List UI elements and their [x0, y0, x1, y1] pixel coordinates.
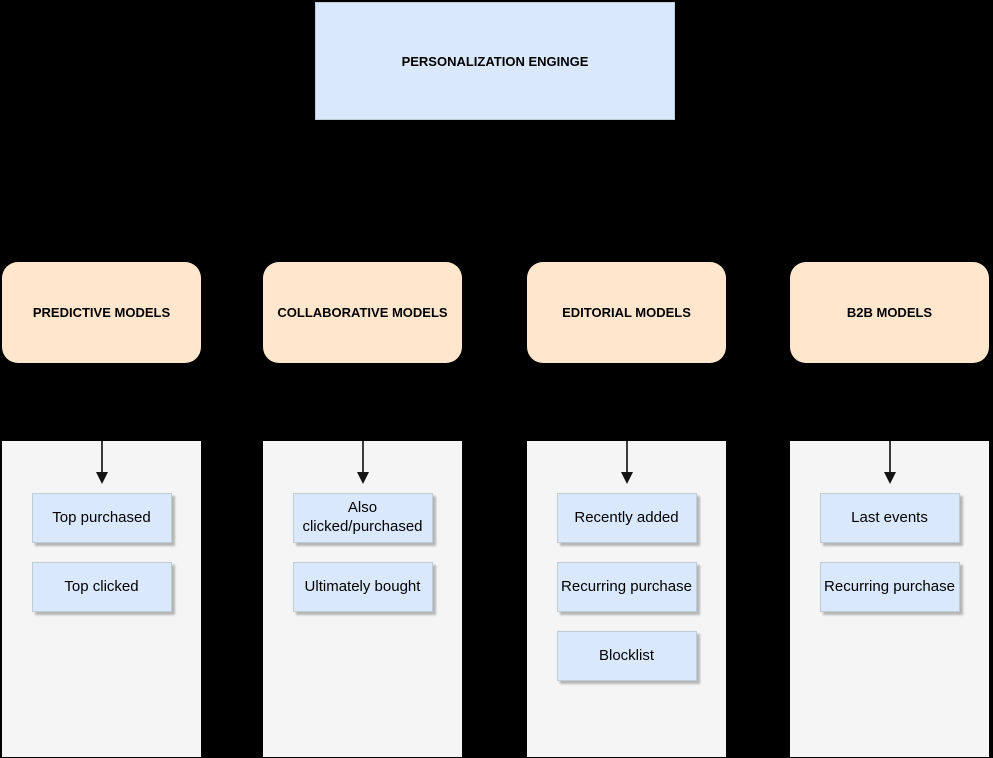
model-item: Recurring purchase: [556, 562, 697, 612]
model-item-label: Ultimately bought: [304, 577, 421, 595]
arrow-head-icon: [883, 472, 896, 484]
header-predictive-models: PREDICTIVE MODELS: [2, 262, 201, 363]
down-arrow: [356, 441, 370, 485]
header-label: PREDICTIVE MODELS: [32, 305, 171, 320]
panel-collaborative-models: Also clicked/purchased Ultimately bought: [263, 441, 462, 757]
down-arrow: [95, 441, 109, 485]
arrow-head-icon: [620, 472, 633, 484]
item-list: Last events Recurring purchase: [790, 493, 989, 612]
model-item-label: Recurring purchase: [824, 577, 955, 595]
down-arrow: [620, 441, 634, 485]
arrow-head-icon: [95, 472, 108, 484]
model-item: Also clicked/purchased: [292, 493, 433, 543]
model-item-label: Top purchased: [52, 508, 151, 526]
header-b2b-models: B2B MODELS: [790, 262, 989, 363]
model-item: Top clicked: [31, 562, 172, 612]
arrow-line: [361, 441, 364, 473]
model-item-label: Also clicked/purchased: [302, 499, 423, 535]
model-item: Last events: [819, 493, 960, 543]
model-item-label: Last events: [851, 508, 928, 526]
model-item-label: Recurring purchase: [561, 577, 692, 595]
header-editorial-models: EDITORIAL MODELS: [527, 262, 726, 363]
header-label: EDITORIAL MODELS: [562, 305, 691, 320]
model-item: Recently added: [556, 493, 697, 543]
item-list: Top purchased Top clicked: [2, 493, 201, 612]
panel-editorial-models: Recently added Recurring purchase Blockl…: [527, 441, 726, 757]
personalization-engine-label: PERSONALIZATION ENGINGE: [401, 53, 589, 69]
header-label: COLLABORATIVE MODELS: [277, 305, 448, 320]
model-item: Recurring purchase: [819, 562, 960, 612]
model-item: Top purchased: [31, 493, 172, 543]
item-list: Also clicked/purchased Ultimately bought: [263, 493, 462, 612]
arrow-line: [100, 441, 103, 473]
header-label: B2B MODELS: [846, 305, 933, 320]
model-item-label: Recently added: [574, 508, 679, 526]
panel-predictive-models: Top purchased Top clicked: [2, 441, 201, 757]
arrow-head-icon: [356, 472, 369, 484]
panel-b2b-models: Last events Recurring purchase: [790, 441, 989, 757]
arrow-line: [625, 441, 628, 473]
arrow-line: [888, 441, 891, 473]
model-item: Blocklist: [556, 631, 697, 681]
item-list: Recently added Recurring purchase Blockl…: [527, 493, 726, 681]
header-collaborative-models: COLLABORATIVE MODELS: [263, 262, 462, 363]
model-item-label: Blocklist: [598, 646, 654, 664]
personalization-engine-node: PERSONALIZATION ENGINGE: [315, 2, 675, 120]
model-item-label: Top clicked: [64, 577, 139, 595]
down-arrow: [883, 441, 897, 485]
model-item: Ultimately bought: [292, 562, 433, 612]
